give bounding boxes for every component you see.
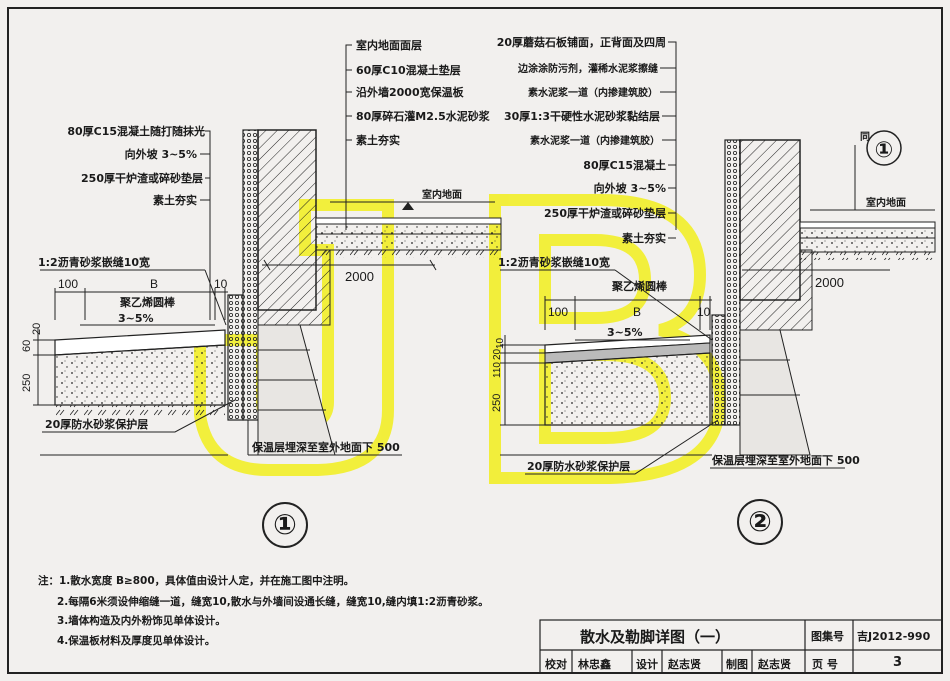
design-label: 设计 — [636, 658, 658, 671]
d2-label-3: 30厚1:3干硬性水泥砂浆黏结层 — [504, 109, 660, 123]
sheet-border — [7, 7, 943, 674]
d2-vdim-10: 10 — [495, 337, 506, 349]
page-number: 3 — [893, 655, 903, 670]
d2-protect-label: 20厚防水砂浆保护层 — [527, 459, 630, 473]
d2-label-4: 素水泥浆一道（内掺建筑胶） — [530, 134, 660, 147]
d2-label-5: 80厚C15混凝土 — [583, 158, 666, 172]
detail-1 — [33, 44, 502, 548]
d2-dim-2000: 2000 — [815, 275, 844, 290]
d1-vdim-60: 60 — [21, 340, 33, 352]
d1-label-cinder: 250厚干炉渣或碎砂垫层 — [81, 171, 203, 185]
page-label: 页 号 — [812, 658, 838, 671]
d2-vdim-20: 20 — [492, 348, 503, 360]
d1-label-soil: 素土夯实 — [153, 193, 197, 207]
d1-top-label-2: 沿外墙2000宽保温板 — [356, 85, 465, 99]
d1-vdim-20: 20 — [31, 323, 43, 335]
note-4: 4.保温板材料及厚度见单体设计。 — [57, 635, 216, 647]
d2-dim-b: B — [633, 305, 641, 319]
d1-dim-100: 100 — [58, 277, 78, 291]
d1-dim-2000: 2000 — [345, 269, 374, 284]
d2-circle-number: ② — [748, 505, 772, 538]
d2-vdim-250: 250 — [491, 394, 503, 412]
d1-label-concrete: 80厚C15混凝土随打随抹光 — [67, 124, 205, 138]
d2-label-8: 素土夯实 — [622, 231, 666, 245]
d1-top-label-3: 80厚碎石灌M2.5水泥砂浆 — [356, 109, 491, 123]
d2-label-7: 250厚干炉渣或碎砂垫层 — [544, 206, 666, 220]
d2-slope: 3~5% — [607, 326, 643, 339]
d1-indoor-label: 室内地面 — [422, 188, 462, 201]
d1-circle-number: ① — [273, 508, 297, 541]
d2-vdim-110: 110 — [492, 362, 503, 378]
d2-same-label: 同 — [860, 131, 870, 143]
sheet-title: 散水及勒脚详图（一） — [580, 628, 731, 646]
d2-gap-label: 1:2沥青砂浆嵌缝10宽 — [498, 255, 610, 269]
design-name: 赵志贤 — [668, 658, 701, 671]
title-block-frame — [539, 619, 943, 674]
d1-gap-label: 1:2沥青砂浆嵌缝10宽 — [38, 255, 150, 269]
d2-label-6: 向外坡 3~5% — [594, 181, 666, 195]
d2-ref-circle: ① — [875, 138, 894, 163]
d2-dim-10: 10 — [697, 305, 711, 319]
note-1: 注：1.散水宽度 B≥800，具体值由设计人定，并在施工图中注明。 — [38, 575, 355, 587]
d1-top-label-4: 素土夯实 — [356, 133, 400, 147]
d1-label-slope: 向外坡 3~5% — [125, 147, 197, 161]
draw-name: 赵志贤 — [758, 658, 791, 671]
d1-protect-label: 20厚防水砂浆保护层 — [45, 417, 148, 431]
check-label: 校对 — [545, 658, 567, 671]
d2-pe-strip: 聚乙烯圆棒 — [611, 279, 668, 293]
atlas-label: 图集号 — [811, 630, 844, 643]
d2-indoor-label: 室内地面 — [866, 196, 906, 209]
d2-label-1: 边涂涂防污剂，灌稀水泥浆擦缝 — [517, 62, 658, 75]
d1-slope: 3~5% — [118, 312, 154, 325]
d2-dim-100: 100 — [548, 305, 568, 319]
d1-vdim-250: 250 — [21, 374, 33, 392]
d1-insul-label: 保温层埋深至室外地面下 500 — [251, 440, 400, 454]
check-name: 林忠鑫 — [578, 658, 611, 671]
d1-dim-10: 10 — [214, 277, 228, 291]
d1-dim-b: B — [150, 277, 158, 291]
d1-top-label-1: 60厚C10混凝土垫层 — [356, 63, 461, 77]
draw-label: 制图 — [726, 658, 748, 671]
d2-label-2: 素水泥浆一道（内掺建筑胶） — [528, 86, 658, 99]
d2-insul-label: 保温层埋深至室外地面下 500 — [711, 453, 860, 467]
note-2: 2.每隔6米须设伸缩缝一道，缝宽10,散水与外墙间设通长缝，缝宽10,缝内填1:… — [57, 596, 489, 608]
note-3: 3.墙体构造及内外粉饰见单体设计。 — [57, 615, 226, 627]
atlas-number: 吉J2012-990 — [857, 630, 931, 643]
d1-top-label-0: 室内地面面层 — [356, 38, 422, 52]
detail-2 — [500, 41, 936, 545]
d2-label-0: 20厚蘑菇石板铺面，正背面及四周 — [497, 35, 666, 49]
d1-pe-strip: 聚乙烯圆棒 — [119, 295, 176, 309]
